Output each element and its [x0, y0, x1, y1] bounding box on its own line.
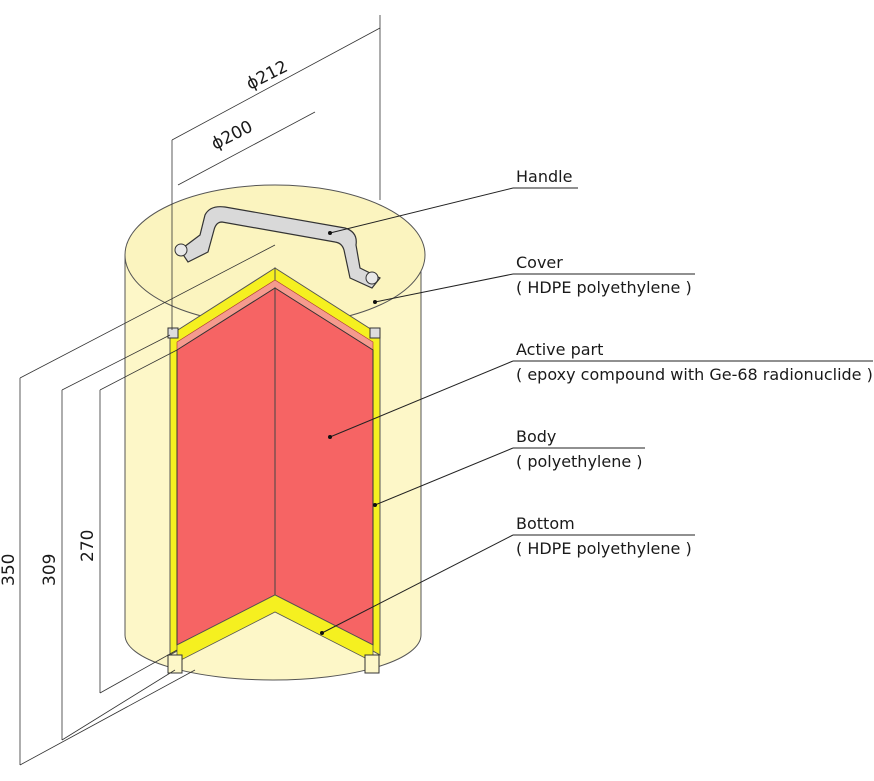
callout-cover-title: Cover — [516, 253, 563, 272]
leader-handle — [329, 187, 514, 234]
handle — [179, 206, 381, 289]
bottom-foot-right — [364, 654, 380, 674]
dim-ext-270-top — [99, 349, 178, 391]
active-part-face-right — [274, 287, 374, 646]
cover-clip-right — [369, 327, 381, 339]
callout-body-title: Body — [516, 427, 556, 446]
dim-ext-309-bottom — [61, 669, 176, 741]
callout-bottom-title: Bottom — [516, 514, 575, 533]
dim-ext-350-bottom — [19, 669, 196, 766]
active-part-face-left — [176, 287, 276, 646]
dim-line-d212 — [171, 27, 381, 141]
leader-cover — [374, 273, 514, 303]
handle-bolt-right — [365, 271, 379, 285]
handle-bolt-left — [174, 243, 188, 257]
dim-ext-309-top — [61, 334, 171, 391]
callout-active-title: Active part — [516, 340, 603, 359]
cover-clip-left — [167, 327, 179, 339]
dim-text-d200: ϕ200 — [208, 117, 256, 155]
callout-active-subtitle: ( epoxy compound with Ge-68 radionuclide… — [516, 365, 873, 384]
dim-text-350: 350 — [0, 554, 19, 586]
callout-bottom-subtitle: ( HDPE polyethylene ) — [516, 539, 692, 558]
dim-line-d200 — [177, 111, 316, 186]
leader-bottom — [321, 534, 514, 634]
callout-handle-title: Handle — [516, 167, 572, 186]
leader-active — [329, 360, 514, 438]
dim-text-270: 270 — [78, 530, 98, 562]
callout-cover-subtitle: ( HDPE polyethylene ) — [516, 278, 692, 297]
dim-ext-350-top — [19, 244, 276, 379]
dim-text-309: 309 — [40, 554, 60, 586]
leader-body — [374, 447, 514, 506]
dim-ext-270-bottom — [99, 649, 178, 694]
callout-body-subtitle: ( polyethylene ) — [516, 452, 643, 471]
bottom-foot-left — [167, 654, 183, 674]
